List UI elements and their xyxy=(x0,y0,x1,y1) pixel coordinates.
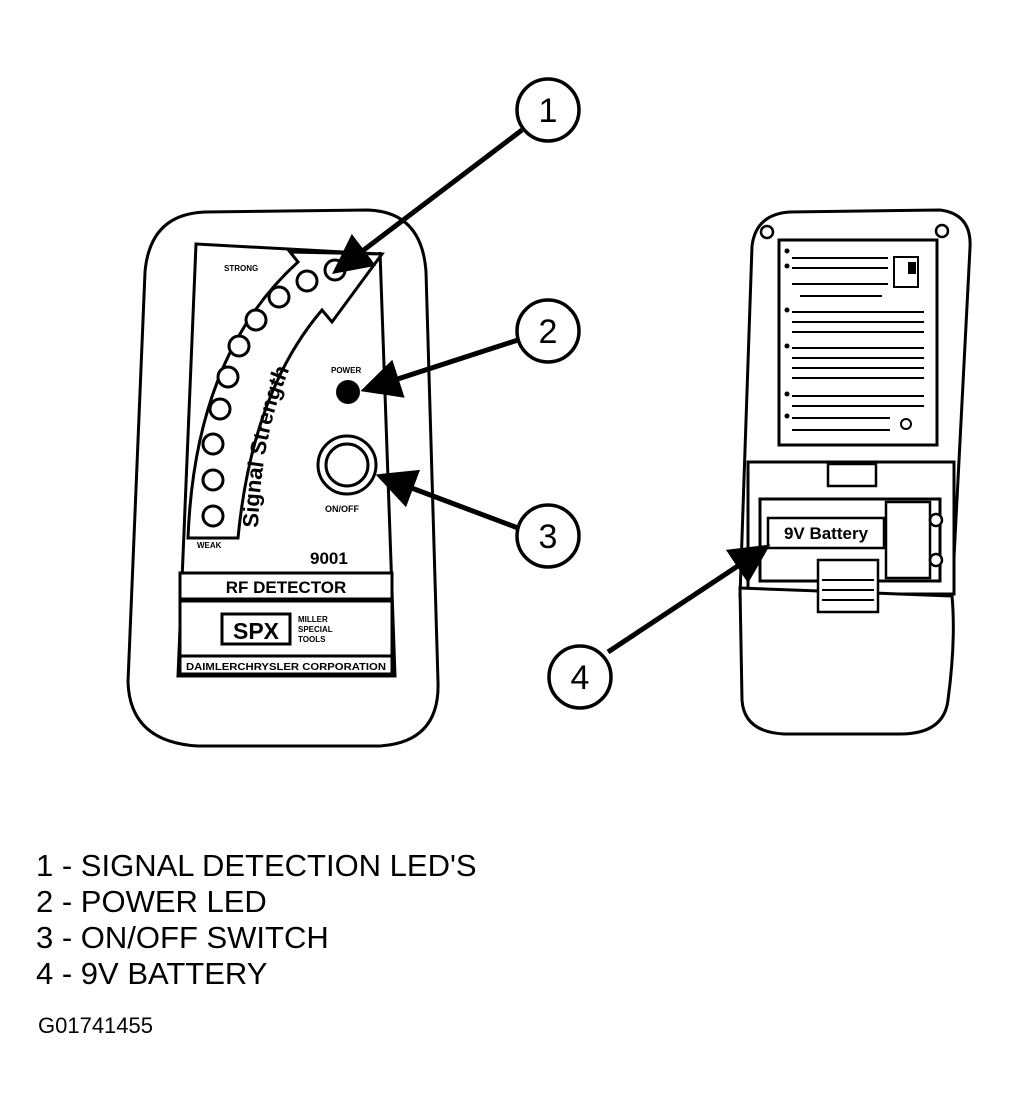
battery-terminal-block xyxy=(884,500,932,580)
legend: 1 - SIGNAL DETECTION LED'S 2 - POWER LED… xyxy=(36,848,477,992)
brand-box xyxy=(178,599,394,658)
signal-led xyxy=(295,269,319,293)
signal-led xyxy=(208,397,232,421)
callout-4: 4 xyxy=(547,644,613,710)
callout-2-number: 2 xyxy=(539,313,558,351)
onoff-label: ON/OFF xyxy=(325,504,359,514)
power-label: POWER xyxy=(331,366,361,375)
label-switch-knob xyxy=(908,262,916,274)
product-name: RF DETECTOR xyxy=(226,578,347,597)
battery-door-latch-ridges xyxy=(822,579,874,601)
brand-tagline-line: SPECIAL xyxy=(298,625,333,634)
signal-led xyxy=(201,468,225,492)
product-name-box xyxy=(178,571,394,601)
callout-1: 1 xyxy=(515,77,581,143)
signal-led xyxy=(201,432,225,456)
power-led xyxy=(336,380,360,404)
device-back: 9V Battery xyxy=(738,208,972,736)
battery-terminal xyxy=(928,512,944,528)
screw-hole xyxy=(934,223,950,239)
signal-led xyxy=(201,504,225,528)
label-symbol xyxy=(900,418,912,430)
callout-4-number: 4 xyxy=(571,659,590,697)
device-front: Signal Strength STRONG WEAK POWER ON/OFF… xyxy=(126,208,440,748)
instruction-label-lines xyxy=(792,257,924,431)
brand-tagline-line: MILLER xyxy=(298,615,328,624)
brand-tagline-line: TOOLS xyxy=(298,635,326,644)
maker-strip-box xyxy=(178,654,394,676)
battery-door-latch xyxy=(816,558,880,614)
signal-led xyxy=(323,258,347,282)
callout-arrow-3 xyxy=(375,469,519,531)
callout-3-number: 3 xyxy=(539,518,558,556)
signal-led xyxy=(267,285,291,309)
callout-arrows xyxy=(332,128,771,655)
weak-label: WEAK xyxy=(197,541,222,550)
battery-door xyxy=(738,586,955,736)
callout-1-number: 1 xyxy=(539,92,558,130)
legend-item-on-off-switch: 3 - ON/OFF SWITCH xyxy=(36,920,329,955)
callout-2: 2 xyxy=(515,298,581,364)
rf-detector-diagram: Signal Strength STRONG WEAK POWER ON/OFF… xyxy=(126,77,972,748)
battery-label: 9V Battery xyxy=(784,524,869,543)
brand-logo: SPX xyxy=(233,618,280,644)
battery-compartment-tab xyxy=(826,462,878,488)
signal-led xyxy=(244,308,268,332)
signal-led xyxy=(227,334,251,358)
screw-hole xyxy=(759,224,775,240)
signal-led xyxy=(216,365,240,389)
callout-arrow-1 xyxy=(332,128,524,275)
figure-id: G01741455 xyxy=(38,1013,153,1038)
battery-label-box xyxy=(766,516,886,550)
strong-label: STRONG xyxy=(224,264,258,273)
callout-arrow-2 xyxy=(360,337,519,398)
legend-item-signal-leds: 1 - SIGNAL DETECTION LED'S xyxy=(36,848,477,883)
callout-arrow-4 xyxy=(606,544,771,655)
on-off-switch xyxy=(324,442,370,488)
callout-3: 3 xyxy=(515,503,581,569)
maker-strip: DAIMLERCHRYSLER CORPORATION xyxy=(186,662,386,673)
instruction-bullets xyxy=(784,248,790,419)
brand-logo-box xyxy=(220,612,292,646)
battery-terminal xyxy=(928,552,944,568)
legend-item-battery: 4 - 9V BATTERY xyxy=(36,956,268,991)
model-number: 9001 xyxy=(310,549,348,568)
legend-item-power-led: 2 - POWER LED xyxy=(36,884,267,919)
